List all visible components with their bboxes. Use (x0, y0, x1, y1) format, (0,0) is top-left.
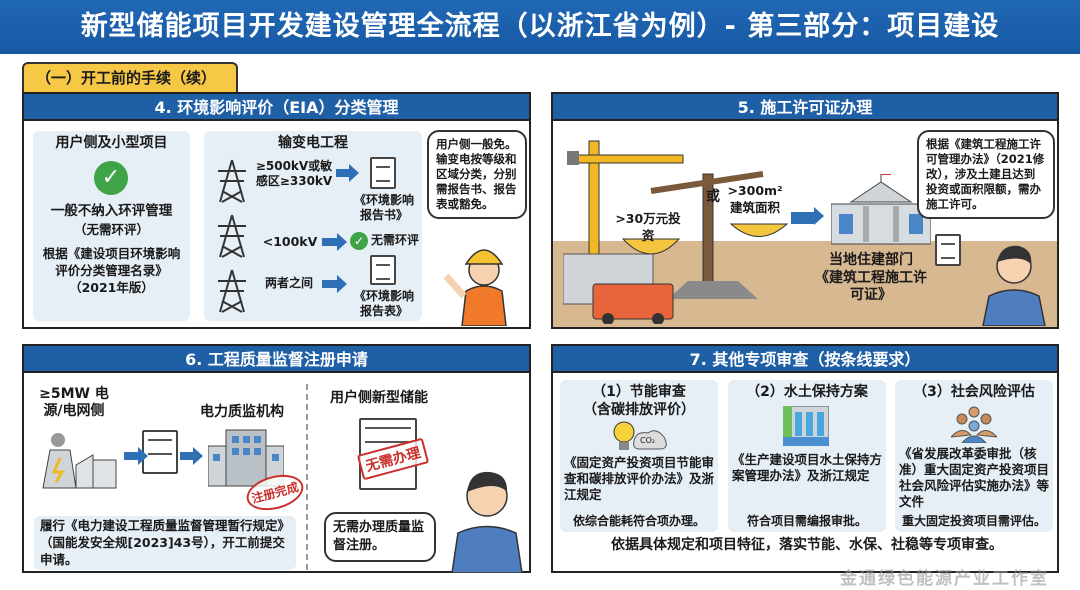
note-text: 履行《电力建设工程质量监督管理暂行规定》（国能发安全规[2023]43号），开工… (40, 518, 291, 567)
document-icon (370, 157, 396, 189)
panel-eia: 4. 环境影响评价（EIA）分类管理 用户侧及小型项目 ✓ 一般不纳入环评管理 … (22, 92, 531, 329)
construction-site-illustration (563, 140, 789, 324)
small-project-box: 用户侧及小型项目 ✓ 一般不纳入环评管理 （无需环评） 根据《建设项目环境影响评… (33, 131, 190, 321)
arrow-icon (180, 447, 203, 465)
area-threshold: >300m² 建筑面积 (727, 183, 783, 215)
housing-dept: 当地住建部门 (829, 252, 913, 268)
office-building-icon (208, 429, 284, 487)
review-note: 符合项目需编报审批。 (746, 514, 867, 528)
regulation-note: 履行《电力建设工程质量监督管理暂行规定》（国能发安全规[2023]43号），开工… (34, 516, 296, 570)
speech-bubble: 根据《建筑工程施工许可管理办法》（2021修改），涉及土建且达到投资或面积限额，… (917, 130, 1055, 219)
review-social-risk: （3）社会风险评估 《省发展改革委审批（核准）重大固定资产投资项目社会风险评估实… (895, 380, 1053, 532)
divider (306, 384, 308, 570)
condition-high: ≥500kV或敏感区≥330kV (255, 159, 333, 188)
panel-construction-permit: 5. 施工许可证办理 >30万元投资 或 >300m² 建筑面积 当地住建部门 … (551, 92, 1059, 329)
result-form: 《环境影响报告表》 (353, 289, 414, 318)
review-soil-water: （2）水土保持方案 《生产建设项目水土保持方案管理办法》及浙江规定 符合项目需编… (728, 380, 886, 532)
review-document: 《固定资产投资项目节能审查和碳排放评价办法》及浙江规定 (564, 455, 715, 502)
document-icon (935, 234, 961, 266)
box-heading: 用户侧及小型项目 (55, 135, 168, 151)
review-heading: （1）节能审查（含碳排放评价） (583, 384, 695, 418)
footer-summary: 依据具体规定和项目特征，落实节能、水保、社稳等专项审查。 (611, 537, 1003, 553)
investment-threshold: >30万元投资 (615, 211, 681, 243)
condition-mid: 两者之间 (264, 276, 313, 290)
review-heading: （2）水土保持方案 (746, 384, 868, 400)
speech-bubble: 无需办理质量监督注册。 (324, 512, 436, 562)
review-note: 依综合能耗符合项办理。 (572, 514, 705, 528)
panel-title: 5. 施工许可证办理 (553, 94, 1057, 121)
panel-title: 4. 环境影响评价（EIA）分类管理 (24, 94, 529, 121)
check-icon: ✓ (350, 232, 368, 250)
power-plant-icon (42, 433, 117, 489)
document-icon (370, 255, 396, 285)
check-icon: ✓ (94, 161, 128, 195)
box-heading: 输变电工程 (278, 135, 348, 151)
panel-quality-supervision: 6. 工程质量监督注册申请 ≥5MW 电源/电网侧 电力质监机构 注册完成 履行… (22, 344, 531, 573)
power-tower-icon (218, 159, 246, 313)
official-icon (982, 245, 1046, 326)
agency-label: 电力质监机构 (200, 404, 284, 420)
government-building-icon (831, 174, 931, 245)
permit-name: 《建筑工程施工许可证》 (815, 270, 927, 303)
arrow-icon (336, 164, 359, 182)
result-exempt: 无需环评 (370, 233, 419, 247)
panel-special-reviews: 7. 其他专项审查（按条线要求） （1）节能审查（含碳排放评价） CO₂ 《固定… (551, 344, 1059, 573)
arrow-icon (322, 233, 347, 251)
source-label: ≥5MW 电源/电网侧 (39, 386, 109, 419)
dam-icon (783, 406, 829, 446)
panel-title: 6. 工程质量监督注册申请 (24, 346, 529, 373)
arrow-icon (791, 207, 824, 225)
review-energy: （1）节能审查（含碳排放评价） CO₂ 《固定资产投资项目节能审查和碳排放评价办… (560, 380, 718, 532)
lightbulb-icon (613, 421, 667, 450)
review-heading: （3）社会风险评估 (913, 384, 1035, 400)
user-side-heading: 用户侧新型储能 (330, 390, 428, 406)
arrow-icon (322, 275, 347, 293)
panel-title: 7. 其他专项审查（按条线要求） (553, 346, 1057, 373)
people-group-icon (951, 406, 997, 443)
transmission-box: 输变电工程 ≥500kV或敏感区≥330kV 《环境影响报告书》 <100kV … (204, 131, 422, 321)
review-document: 《省发展改革委审批（核准）重大固定资产投资项目社会风险评估实施办法》等文件 (899, 446, 1050, 509)
page-title: 新型储能项目开发建设管理全流程（以浙江省为例）- 第三部分：项目建设 (0, 0, 1080, 54)
arrow-icon (124, 447, 148, 465)
exempt-sub: （无需环评） (73, 222, 149, 237)
basis-text: 根据《建设项目环境影响评价分类管理名录》（2021年版） (42, 246, 181, 295)
section-tab: （一）开工前的手续（续） (22, 62, 238, 92)
co2-icon: CO₂ (640, 436, 656, 445)
condition-low: <100kV (262, 234, 318, 249)
speech-bubble: 用户侧一般免。输变电按等级和区域分类，分别需报告书、报告表或豁免。 (427, 130, 527, 219)
review-document: 《生产建设项目水土保持方案管理办法》及浙江规定 (732, 452, 883, 483)
result-report: 《环境影响报告书》 (353, 193, 414, 222)
watermark: 金通绿色能源产业工作室 (840, 569, 1049, 589)
review-note: 重大固定投资项目需评估。 (901, 514, 1046, 528)
or-label: 或 (706, 189, 720, 205)
staff-icon (451, 471, 523, 573)
engineer-icon (444, 249, 507, 326)
exempt-text: 一般不纳入环评管理 (50, 203, 173, 219)
